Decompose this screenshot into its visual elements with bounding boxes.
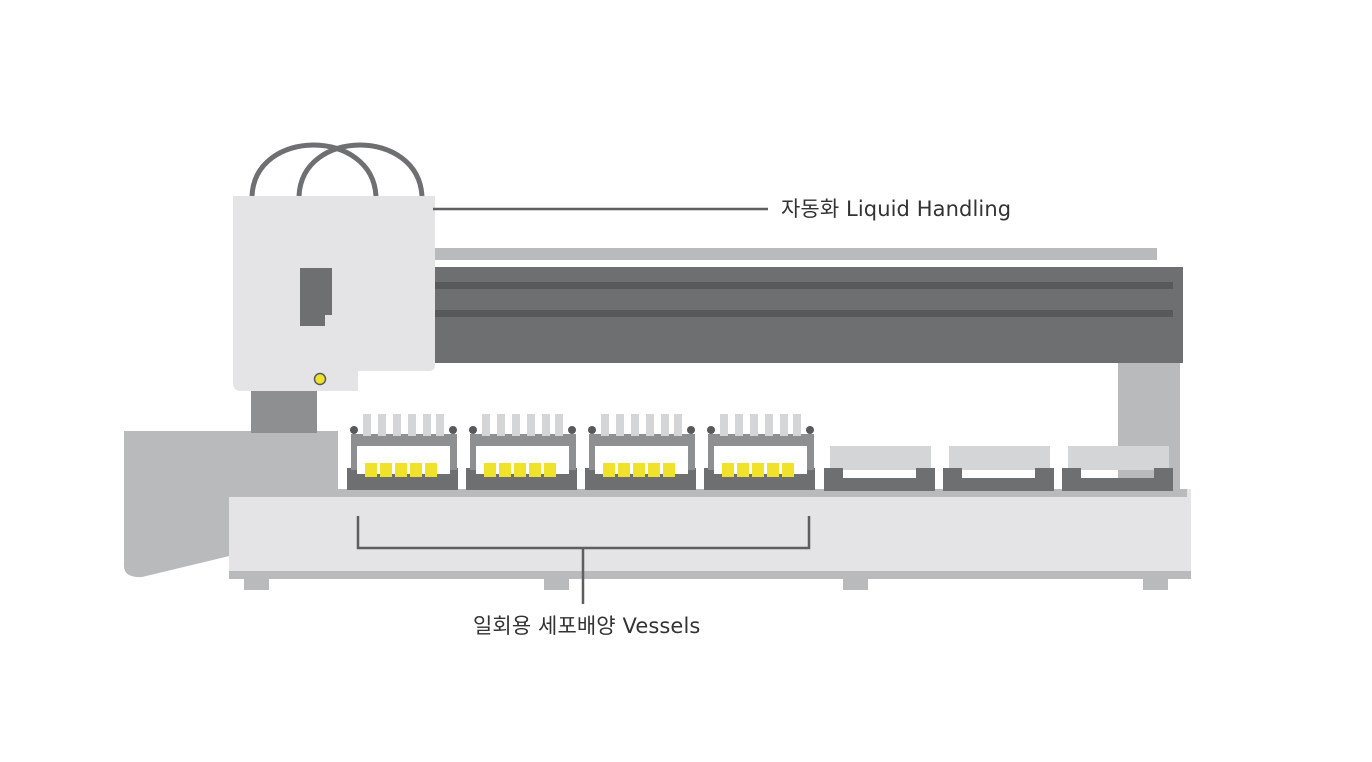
empty-slot-3 <box>1062 446 1173 491</box>
vessels-label: 일회용 세포배양 Vessels <box>473 614 701 638</box>
empty-slot-2 <box>943 446 1054 491</box>
culture-vessel-3 <box>585 414 696 490</box>
pipetting-head <box>233 196 435 391</box>
rail-top-strip <box>433 248 1157 260</box>
culture-vessel-1 <box>347 414 458 490</box>
culture-vessel-4 <box>704 414 815 490</box>
empty-slot-1 <box>824 446 935 491</box>
deck-base <box>229 489 1191 579</box>
base-feet <box>244 579 1168 590</box>
head-window <box>300 268 332 326</box>
status-led-icon <box>313 372 327 386</box>
vessels-callout-bracket <box>356 516 811 604</box>
head-stem <box>251 391 317 433</box>
liquid-handling-label: 자동화 Liquid Handling <box>781 197 1012 221</box>
cable-loop-icon <box>249 142 425 197</box>
culture-vessel-2 <box>466 414 577 490</box>
